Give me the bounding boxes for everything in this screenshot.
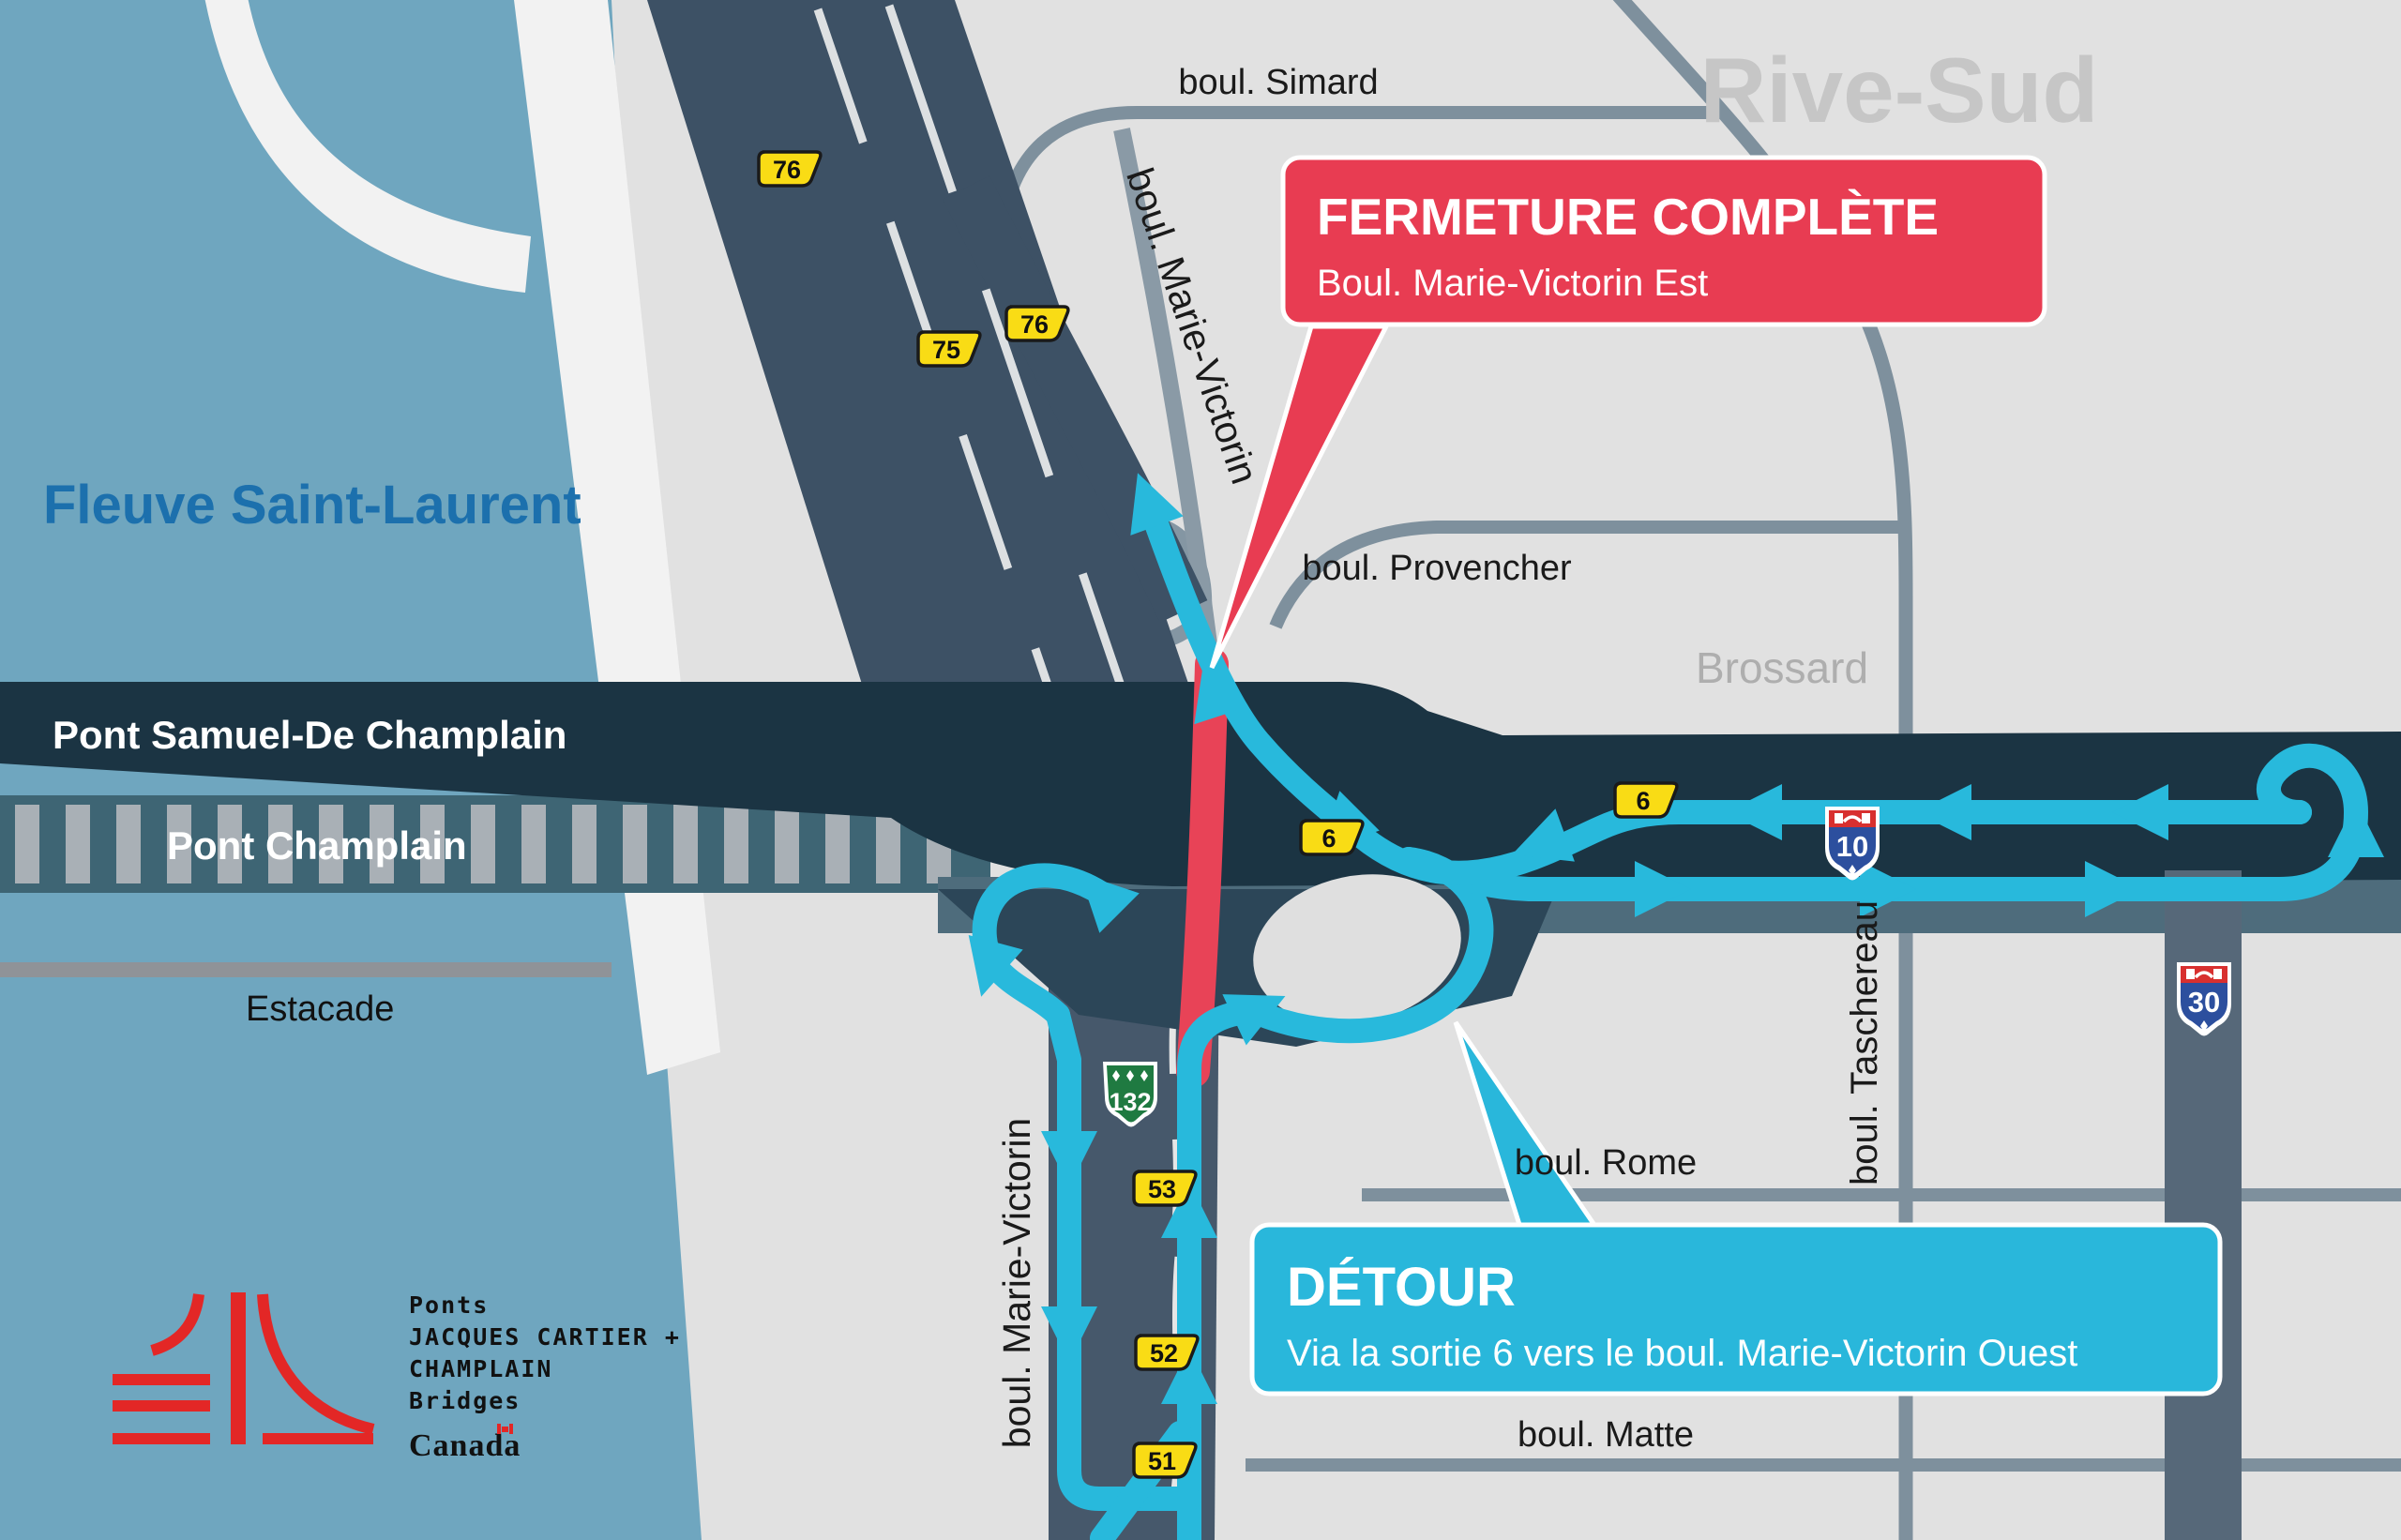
exit-number: 52 bbox=[1150, 1339, 1178, 1367]
exit-tab-52: 52 bbox=[1134, 1334, 1200, 1371]
detour-callout-title: DÉTOUR bbox=[1287, 1257, 1516, 1318]
a10-shield: 10 bbox=[1825, 807, 1880, 881]
provencher-label: boul. Provencher bbox=[1302, 549, 1572, 588]
bridges-logo: Ponts JACQUES CARTIER + CHAMPLAIN Bridge… bbox=[113, 1291, 681, 1463]
exit-number: 6 bbox=[1636, 787, 1650, 815]
exit-number: 76 bbox=[773, 156, 801, 184]
detour-arrows bbox=[968, 473, 2384, 1404]
exit-number: 76 bbox=[1020, 310, 1049, 339]
closure-callout-box bbox=[1280, 155, 2047, 327]
matte-label: boul. Matte bbox=[1518, 1415, 1694, 1455]
water-label: Fleuve Saint-Laurent bbox=[43, 475, 581, 536]
exit-tab-53: 53 bbox=[1132, 1170, 1198, 1207]
exit-tab-6b: 6 bbox=[1613, 781, 1679, 819]
exit-tab-51: 51 bbox=[1132, 1442, 1198, 1479]
exit-number: 53 bbox=[1148, 1175, 1176, 1203]
canada-flag-icon bbox=[497, 1424, 513, 1434]
exit-tab-76b: 76 bbox=[1004, 305, 1070, 342]
detour-callout-subtitle: Via la sortie 6 vers le boul. Marie-Vict… bbox=[1287, 1333, 2077, 1374]
a30-number: 30 bbox=[2188, 986, 2220, 1019]
bridge-glyph bbox=[113, 1292, 375, 1444]
closure-segment bbox=[1176, 647, 1229, 1088]
logo-line2: JACQUES CARTIER + bbox=[409, 1323, 681, 1351]
detour-callout-box bbox=[1249, 1222, 2223, 1397]
exit-tab-75: 75 bbox=[916, 330, 982, 368]
estacade-bar bbox=[0, 962, 612, 977]
taschereau-label: boul. Taschereau bbox=[1844, 900, 1885, 1185]
exit-number: 75 bbox=[932, 336, 960, 364]
road-provencher bbox=[1269, 521, 1906, 629]
closure-callout-title: FERMETURE COMPLÈTE bbox=[1317, 188, 1939, 246]
a30-shield: 30 bbox=[2177, 962, 2231, 1036]
bridge-old-label: Pont Champlain bbox=[167, 823, 467, 868]
exit-number: 6 bbox=[1321, 824, 1336, 853]
detour-callout: DÉTOUR Via la sortie 6 vers le boul. Mar… bbox=[1249, 1020, 2223, 1397]
rome-label: boul. Rome bbox=[1515, 1143, 1697, 1183]
r132-shield: 132 bbox=[1103, 1062, 1157, 1127]
exit-tabs: 76 75 76 6 6 53 52 51 bbox=[757, 150, 1679, 1479]
bridge-new-label: Pont Samuel-De Champlain bbox=[53, 713, 566, 757]
canada-wordmark: Canada bbox=[409, 1428, 521, 1463]
a10-number: 10 bbox=[1836, 830, 1868, 863]
logo-line3: CHAMPLAIN bbox=[409, 1355, 552, 1382]
city-label: Brossard bbox=[1696, 643, 1868, 692]
detour-route bbox=[972, 504, 2368, 1540]
logo-line1: Ponts bbox=[409, 1291, 489, 1319]
logo-line4: Bridges bbox=[409, 1387, 521, 1414]
closure-callout: FERMETURE COMPLÈTE Boul. Marie-Victorin … bbox=[1209, 155, 2047, 670]
region-label: Rive-Sud bbox=[1700, 38, 2099, 142]
cloverleaf-hole bbox=[1253, 874, 1461, 1024]
exit-tab-6a: 6 bbox=[1299, 819, 1365, 856]
exit-tab-76a: 76 bbox=[757, 150, 823, 188]
marie-victorin-bottom-label: boul. Marie-Victorin bbox=[995, 1118, 1038, 1448]
road-marie-victorin-north bbox=[1113, 128, 1219, 660]
closure-callout-subtitle: Boul. Marie-Victorin Est bbox=[1317, 263, 1708, 304]
r132-number: 132 bbox=[1109, 1088, 1151, 1116]
estacade-label: Estacade bbox=[246, 989, 394, 1029]
simard-label: boul. Simard bbox=[1178, 63, 1378, 102]
exit-number: 51 bbox=[1148, 1447, 1176, 1475]
